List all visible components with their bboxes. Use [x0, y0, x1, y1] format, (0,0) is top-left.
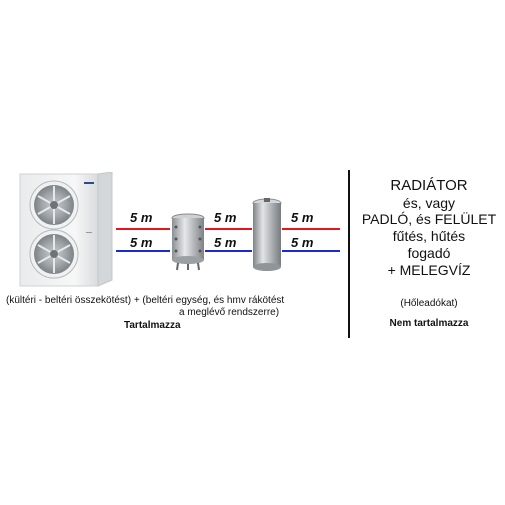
included-label: Tartalmazza — [124, 320, 181, 331]
hot-water-tank — [252, 198, 282, 271]
buffer-tank — [171, 213, 205, 271]
included-scope-line-2: a meglévő rendszerre) — [179, 306, 280, 318]
pipe-length-label: 5 m — [214, 210, 237, 225]
not-included-note: (Hőleadókat) — [400, 298, 458, 309]
included-scope-line-1: (kültéri - beltéri összekötést) + (belté… — [6, 295, 285, 306]
heat-pump-outdoor-unit — [19, 172, 113, 287]
pipe-length-label: 5 m — [130, 235, 153, 250]
pipe-length-label: 5 m — [291, 210, 314, 225]
right-line-6: + MELEGVÍZ — [387, 262, 471, 278]
pipe-length-label: 5 m — [214, 235, 237, 250]
right-line-2: és, vagy — [402, 195, 456, 211]
right-line-1: RADIÁTOR — [390, 177, 468, 194]
vertical-divider — [348, 170, 350, 338]
right-line-3: PADLÓ, és FELÜLET — [361, 211, 497, 227]
right-line-4: fűtés, hűtés — [392, 228, 466, 244]
not-included-label: Nem tartalmazza — [389, 318, 469, 329]
included-scope-note: (kültéri - beltéri összekötést) + (belté… — [6, 295, 346, 318]
pipe-length-label: 5 m — [291, 235, 314, 250]
pipe-length-label: 5 m — [130, 210, 153, 225]
right-line-5: fogadó — [407, 245, 451, 261]
